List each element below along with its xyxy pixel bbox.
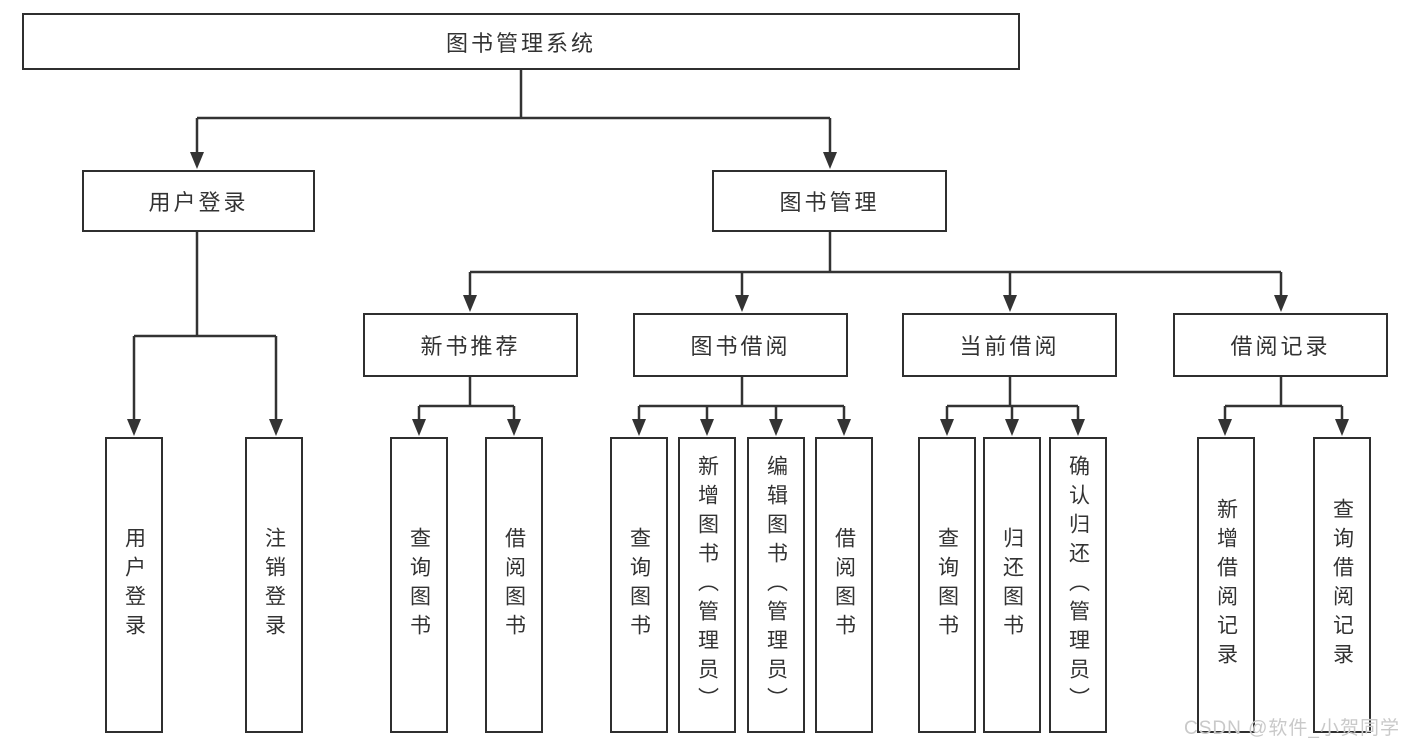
leaf-borrow-books-recommend: 借阅图书 [485,437,543,733]
node-label: 图书管理系统 [445,30,596,56]
node-label: 查询图书 [407,527,431,643]
node-label: 借阅记录 [1230,334,1331,359]
node-label: 确认归还（管理员） [1066,454,1090,716]
arrow-down-icon [269,419,283,436]
node-label: 借阅图书 [832,527,856,643]
node-new-book-recommend: 新书推荐 [363,313,578,377]
leaf-logout: 注销登录 [245,437,303,733]
arrow-down-icon [1218,419,1232,436]
node-book-management: 图书管理 [712,170,947,232]
node-user-login: 用户登录 [82,170,315,232]
node-label: 查询图书 [627,527,651,643]
node-label: 用户登录 [122,527,146,643]
leaf-add-books-admin: 新增图书（管理员） [678,437,736,733]
node-label: 借阅图书 [502,527,526,643]
arrow-down-icon [1071,419,1085,436]
leaf-query-books-current: 查询图书 [918,437,976,733]
leaf-query-books-borrow: 查询图书 [610,437,668,733]
arrow-down-icon [837,419,851,436]
node-label: 新增图书（管理员） [695,454,719,716]
leaf-query-borrow-record: 查询借阅记录 [1313,437,1371,733]
arrow-down-icon [1005,419,1019,436]
arrow-down-icon [127,419,141,436]
arrow-down-icon [769,419,783,436]
arrow-down-icon [632,419,646,436]
node-borrow-records: 借阅记录 [1173,313,1388,377]
arrow-down-icon [412,419,426,436]
arrow-down-icon [463,295,477,312]
node-label: 查询借阅记录 [1330,498,1354,672]
node-label: 查询图书 [935,527,959,643]
node-label: 用户登录 [148,190,249,215]
arrow-down-icon [940,419,954,436]
arrow-down-icon [735,295,749,312]
node-label: 图书管理 [779,190,880,215]
leaf-edit-books-admin: 编辑图书（管理员） [747,437,805,733]
arrow-down-icon [507,419,521,436]
arrow-down-icon [190,152,204,169]
arrow-down-icon [1003,295,1017,312]
node-current-borrow: 当前借阅 [902,313,1117,377]
arrow-down-icon [1274,295,1288,312]
connector-paths [132,70,1344,421]
leaf-confirm-return-admin: 确认归还（管理员） [1049,437,1107,733]
leaf-borrow-books: 借阅图书 [815,437,873,733]
node-library-system: 图书管理系统 [22,13,1020,70]
node-label: 编辑图书（管理员） [764,454,788,716]
arrow-down-icon [1335,419,1349,436]
leaf-user-login: 用户登录 [105,437,163,733]
node-label: 注销登录 [262,527,286,643]
leaf-query-books-recommend: 查询图书 [390,437,448,733]
node-label: 当前借阅 [959,334,1060,359]
node-book-borrow: 图书借阅 [633,313,848,377]
node-label: 归还图书 [1000,527,1024,643]
arrow-down-icons [127,152,1349,436]
node-label: 新书推荐 [420,334,521,359]
leaf-add-borrow-record: 新增借阅记录 [1197,437,1255,733]
node-label: 图书借阅 [690,334,791,359]
node-label: 新增借阅记录 [1214,498,1238,672]
leaf-return-books: 归还图书 [983,437,1041,733]
arrow-down-icon [700,419,714,436]
arrow-down-icon [823,152,837,169]
